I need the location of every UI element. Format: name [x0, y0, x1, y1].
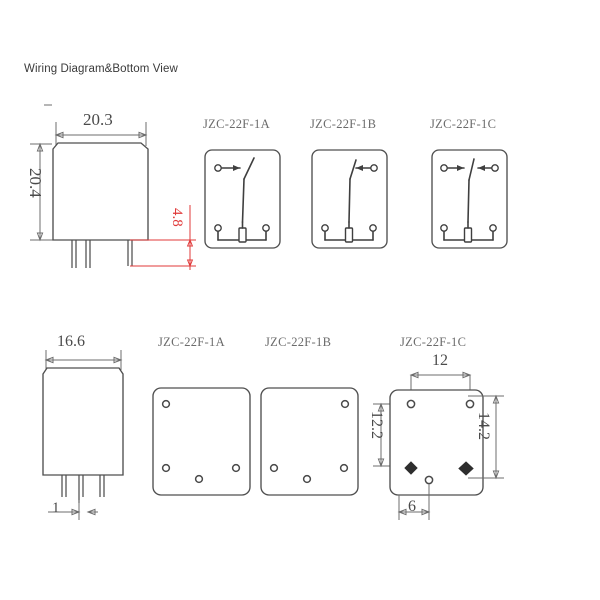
- dimension-width-20-3: 20.3: [83, 110, 113, 129]
- dimension-right-14-2: 14.2: [475, 412, 492, 440]
- dimension-left-12-2: 12.2: [368, 411, 385, 439]
- footprint-label-1c: JZC-22F-1C: [400, 335, 467, 349]
- footprint-label-1b: JZC-22F-1B: [265, 335, 332, 349]
- dimension-top-12: 12: [432, 352, 448, 369]
- dimension-width-16-6: 16.6: [57, 333, 85, 350]
- schematic-label-1b: JZC-22F-1B: [310, 117, 377, 131]
- schematic-label-1a: JZC-22F-1A: [203, 117, 270, 131]
- dimension-bottom-6: 6: [408, 498, 416, 515]
- footprint-label-1a-text: JZC-22F-1A: [158, 335, 225, 349]
- footprint-label-1a: JZC-22F-1A: [158, 335, 225, 350]
- dimension-pin-width-1: 1: [52, 500, 60, 516]
- page-title: Wiring Diagram&Bottom View: [24, 63, 178, 75]
- schematic-label-1c: JZC-22F-1C: [430, 117, 497, 131]
